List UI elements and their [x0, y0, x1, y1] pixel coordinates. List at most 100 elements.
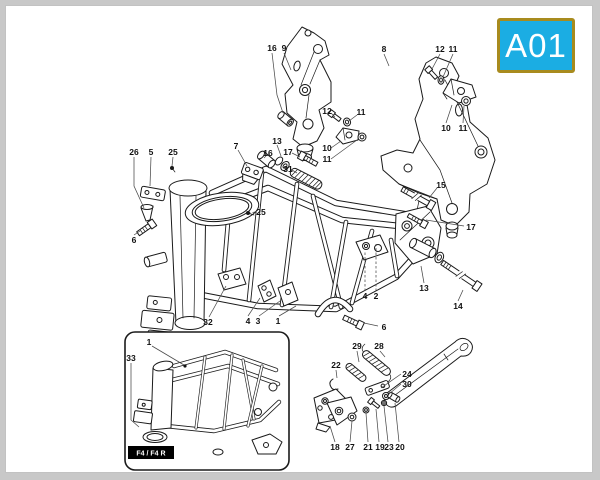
callout-11: 11 [459, 123, 468, 133]
page-code-text: A01 [505, 26, 567, 64]
leader-line [420, 265, 425, 284]
leader-line [276, 144, 282, 157]
left-mounting-plate-drawing [281, 26, 332, 161]
bracket-hardware-left-drawing [327, 109, 367, 145]
frame-bolts-drawing [136, 218, 365, 331]
callout-11: 11 [323, 154, 332, 164]
callout-25: 25 [256, 207, 266, 217]
leader-dot [183, 364, 187, 368]
leader-line [171, 156, 174, 167]
stand-spring-28-drawing [361, 343, 392, 383]
callout-19: 19 [375, 442, 385, 452]
leader-line [133, 157, 145, 209]
callout-24: 24 [402, 369, 412, 379]
callout-1: 1 [147, 337, 152, 347]
leader-line [428, 187, 438, 199]
leader-line [380, 373, 402, 389]
leader-line [356, 350, 360, 363]
callout-18: 18 [330, 442, 340, 452]
leader-line [394, 402, 400, 443]
leader-line [383, 53, 390, 67]
callout-1: 1 [276, 316, 281, 326]
callout-6: 6 [132, 235, 137, 245]
callout-23: 23 [384, 442, 394, 452]
page-code-badge: A01 [497, 18, 575, 73]
leader-line [133, 230, 141, 236]
callout-3: 3 [256, 316, 261, 326]
callout-30: 30 [402, 379, 412, 389]
callout-2: 2 [374, 291, 379, 301]
leader-line [263, 155, 267, 159]
callout-33: 33 [126, 353, 136, 363]
leader-line [375, 408, 380, 443]
callout-9: 9 [282, 43, 287, 53]
leader-line [462, 105, 465, 124]
leader-line [445, 104, 453, 124]
callout-25: 25 [168, 147, 178, 157]
leader-line [237, 149, 248, 167]
leader-line [249, 211, 256, 214]
callout-28: 28 [374, 341, 384, 351]
leader-line [283, 52, 292, 71]
frame-drawing [192, 165, 430, 318]
callout-16: 16 [267, 43, 277, 53]
callout-16: 16 [263, 148, 273, 158]
inset-detail-box: F4 / F4 R [124, 331, 290, 471]
engine-mount-hardware-drawing [355, 186, 483, 292]
callout-8: 8 [382, 44, 387, 54]
leader-line [130, 363, 140, 428]
bracket-hardware-right-drawing [424, 65, 477, 106]
leader-line [365, 412, 369, 443]
leader-line [457, 289, 464, 302]
callout-13: 13 [419, 283, 429, 293]
callout-10: 10 [441, 123, 451, 133]
callout-22: 22 [331, 360, 341, 370]
leader-line [208, 285, 227, 318]
stand-spring-29-drawing [345, 362, 367, 382]
callout-17: 17 [283, 147, 293, 157]
callout-12: 12 [322, 106, 332, 116]
leader-line [151, 345, 185, 366]
callout-4: 4 [246, 316, 251, 326]
leader-line [383, 405, 389, 443]
leader-line [330, 112, 336, 118]
leader-line [335, 369, 338, 379]
callout-26: 26 [129, 147, 139, 157]
callout-10: 10 [322, 143, 332, 153]
leader-line [291, 152, 301, 158]
leader-line [425, 219, 465, 227]
callout-27: 27 [345, 442, 355, 452]
side-stand-assembly-drawing [313, 337, 473, 433]
leader-line [348, 114, 358, 122]
leader-line [278, 305, 297, 317]
callout-32: 32 [203, 317, 213, 327]
leader-line [330, 139, 358, 160]
leader-line [258, 300, 281, 317]
leader-line [271, 52, 284, 114]
leader-line [379, 350, 386, 358]
frame-small-parts-drawing [139, 162, 299, 307]
callout-6: 6 [382, 322, 387, 332]
steering-head-drawing [140, 179, 260, 344]
callout-20: 20 [395, 442, 405, 452]
leader-line [363, 322, 379, 327]
inset-frame-drawing [132, 349, 283, 456]
bushing-spring-row-drawing [256, 111, 323, 190]
spring-31-drawing [289, 167, 323, 190]
leader-line [149, 156, 152, 187]
callout-4: 4 [363, 291, 368, 301]
callout-5: 5 [149, 147, 154, 157]
callout-31: 31 [283, 164, 293, 174]
callout-11: 11 [449, 44, 458, 54]
callout-14: 14 [453, 301, 463, 311]
variant-badge-label: F4 / F4 R [136, 451, 165, 458]
leader-line [329, 425, 336, 443]
callout-15: 15 [436, 180, 446, 190]
leader-line [291, 169, 298, 174]
leader-line [431, 53, 441, 70]
leader-line [388, 383, 402, 395]
leader-line [247, 297, 261, 317]
